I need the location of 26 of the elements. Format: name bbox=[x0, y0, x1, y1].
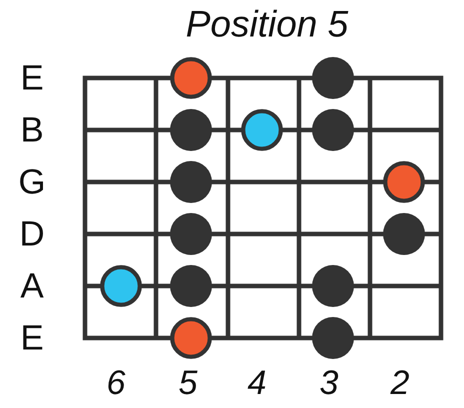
note-dot bbox=[170, 317, 212, 359]
note-dot bbox=[170, 57, 212, 99]
string-label: D bbox=[19, 216, 45, 252]
note-dot bbox=[312, 57, 354, 99]
string-label: G bbox=[18, 164, 46, 200]
note-dot bbox=[100, 265, 142, 307]
fret-number: 2 bbox=[390, 366, 410, 400]
note-dot bbox=[170, 109, 212, 151]
note-dot bbox=[383, 161, 425, 203]
note-dot bbox=[241, 109, 283, 151]
string-label: E bbox=[20, 320, 44, 356]
string-label: E bbox=[20, 60, 44, 96]
note-dot bbox=[170, 213, 212, 255]
note-dot bbox=[312, 317, 354, 359]
fret-number: 3 bbox=[320, 366, 338, 400]
note-dot bbox=[170, 265, 212, 307]
fret-number: 5 bbox=[178, 366, 198, 400]
note-dot bbox=[383, 213, 425, 255]
fret-number: 6 bbox=[106, 366, 126, 400]
fret-number: 4 bbox=[248, 366, 266, 400]
title: Position 5 bbox=[186, 6, 348, 42]
note-dot bbox=[312, 265, 354, 307]
string-label: A bbox=[20, 268, 44, 304]
string-label: B bbox=[20, 112, 44, 148]
note-dot bbox=[170, 161, 212, 203]
note-dot bbox=[312, 109, 354, 151]
